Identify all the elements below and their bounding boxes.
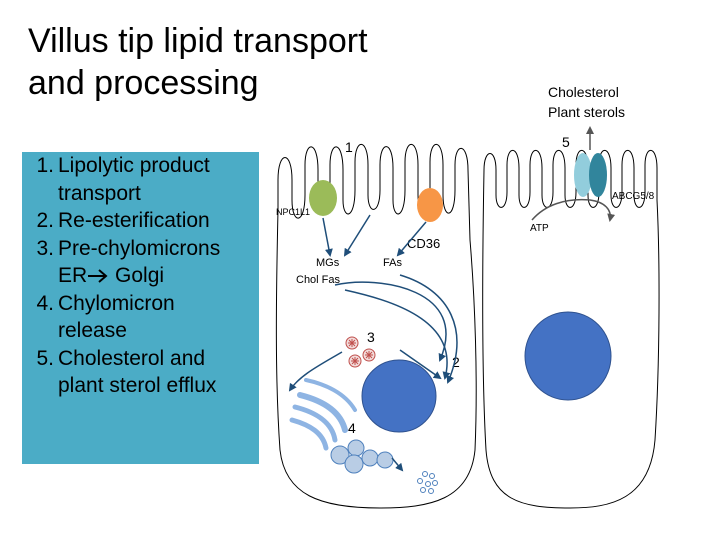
step-text-continued: plant sterol efflux bbox=[58, 374, 217, 397]
steps-list: 1.Lipolytic product transport 2.Re-ester… bbox=[22, 152, 259, 400]
fas-label: FAs bbox=[383, 257, 402, 269]
step-text-er: ER bbox=[58, 264, 88, 287]
chylomicron-particle bbox=[376, 451, 394, 469]
marker-step-3: 3 bbox=[367, 329, 375, 345]
sterols-label-line-2: Plant sterols bbox=[548, 104, 625, 120]
right-arrow-icon bbox=[88, 269, 108, 283]
golgi-cisterna bbox=[292, 404, 338, 443]
step-text: Re-esterification bbox=[58, 209, 210, 232]
step-item-2: 2.Re-esterification bbox=[22, 207, 259, 235]
step-text: Pre-chylomicrons bbox=[58, 236, 221, 260]
golgi-cisterna bbox=[297, 392, 348, 433]
steps-list-box: 1.Lipolytic product transport 2.Re-ester… bbox=[22, 152, 259, 464]
chylomicron-cluster bbox=[330, 439, 394, 474]
right-cell-nucleus bbox=[524, 311, 612, 401]
title-line-1: Villus tip lipid transport bbox=[28, 22, 368, 60]
step-number: 2. bbox=[36, 209, 54, 232]
chylomicron-particle bbox=[361, 449, 379, 467]
step-number: 5. bbox=[36, 346, 54, 370]
released-chylomicrons bbox=[417, 471, 438, 494]
golgi-apparatus bbox=[289, 378, 357, 451]
step-text-continued: transport bbox=[58, 181, 141, 205]
step-text-golgi: Golgi bbox=[109, 264, 165, 287]
step-number: 4. bbox=[36, 291, 54, 315]
chylomicron-particle bbox=[330, 445, 350, 465]
reesterification-arrow-1 bbox=[334, 281, 447, 362]
title-line-2: and processing bbox=[28, 64, 259, 102]
step-item-1: 1.Lipolytic product transport bbox=[22, 152, 259, 207]
released-particle bbox=[425, 481, 431, 487]
left-cell-nucleus bbox=[361, 359, 437, 433]
step-item-3: 3.Pre-chylomicrons ER Golgi bbox=[22, 235, 259, 290]
marker-step-4: 4 bbox=[348, 420, 356, 436]
step-text: Cholesterol and bbox=[58, 346, 206, 370]
uptake-arrow-apical bbox=[343, 214, 371, 257]
released-particle bbox=[422, 471, 428, 477]
cd36-transporter bbox=[417, 188, 443, 222]
released-particle bbox=[429, 473, 435, 479]
marker-step-5: 5 bbox=[562, 134, 570, 150]
prechylomicron-core-icon bbox=[348, 339, 356, 347]
uptake-arrow-cd36 bbox=[396, 221, 427, 257]
cd36-label: CD36 bbox=[407, 236, 440, 251]
step-number: 1. bbox=[36, 154, 54, 177]
step-text-continued: ER Golgi bbox=[22, 262, 259, 290]
step-text-continued: release bbox=[58, 319, 127, 342]
npc1l1-transporter bbox=[309, 180, 337, 216]
released-particle bbox=[420, 487, 426, 493]
atp-label: ATP bbox=[530, 223, 549, 234]
step-item-5: 5.Cholesterol and plant sterol efflux bbox=[22, 345, 259, 400]
golgi-cisterna bbox=[289, 417, 329, 451]
prechylomicron-core-icon bbox=[365, 351, 373, 359]
chylomicron-particle bbox=[344, 454, 364, 474]
prechylomicron-particles bbox=[345, 336, 376, 368]
abcg5-transporter bbox=[574, 153, 592, 197]
mgs-label: MGs bbox=[316, 257, 340, 269]
released-particle bbox=[432, 480, 438, 486]
reesterification-arrow-4 bbox=[399, 349, 442, 380]
step-text: Chylomicron bbox=[58, 291, 175, 315]
golgi-cisterna bbox=[304, 378, 357, 412]
uptake-arrow-npc1l1 bbox=[322, 217, 333, 257]
step-number: 3. bbox=[36, 236, 54, 260]
er-golgi-arrow bbox=[288, 351, 343, 392]
marker-step-1: 1 bbox=[345, 139, 353, 155]
step-item-4: 4.Chylomicron release bbox=[22, 290, 259, 345]
marker-step-2: 2 bbox=[452, 354, 460, 370]
sterols-label-line-1: Cholesterol bbox=[548, 84, 619, 100]
reesterification-arrow-3 bbox=[399, 274, 458, 384]
chylomicron-particle bbox=[347, 439, 365, 457]
step-text: Lipolytic product bbox=[58, 154, 210, 177]
slide-title: Villus tip lipid transport and processin… bbox=[28, 20, 368, 104]
chol-fas-label: Chol Fas bbox=[296, 274, 341, 286]
abcg58-label: ABCG5/8 bbox=[612, 191, 655, 202]
released-particle bbox=[428, 488, 434, 494]
prechylomicron-core-icon bbox=[351, 357, 359, 365]
chylomicron-release-arrow bbox=[391, 457, 404, 472]
npc1l1-label: NPC1L1 bbox=[276, 207, 310, 217]
released-particle bbox=[417, 478, 423, 484]
sterol-efflux-arrow bbox=[531, 198, 616, 222]
abcg8-transporter bbox=[589, 153, 607, 197]
reesterification-arrow-2 bbox=[344, 289, 451, 380]
